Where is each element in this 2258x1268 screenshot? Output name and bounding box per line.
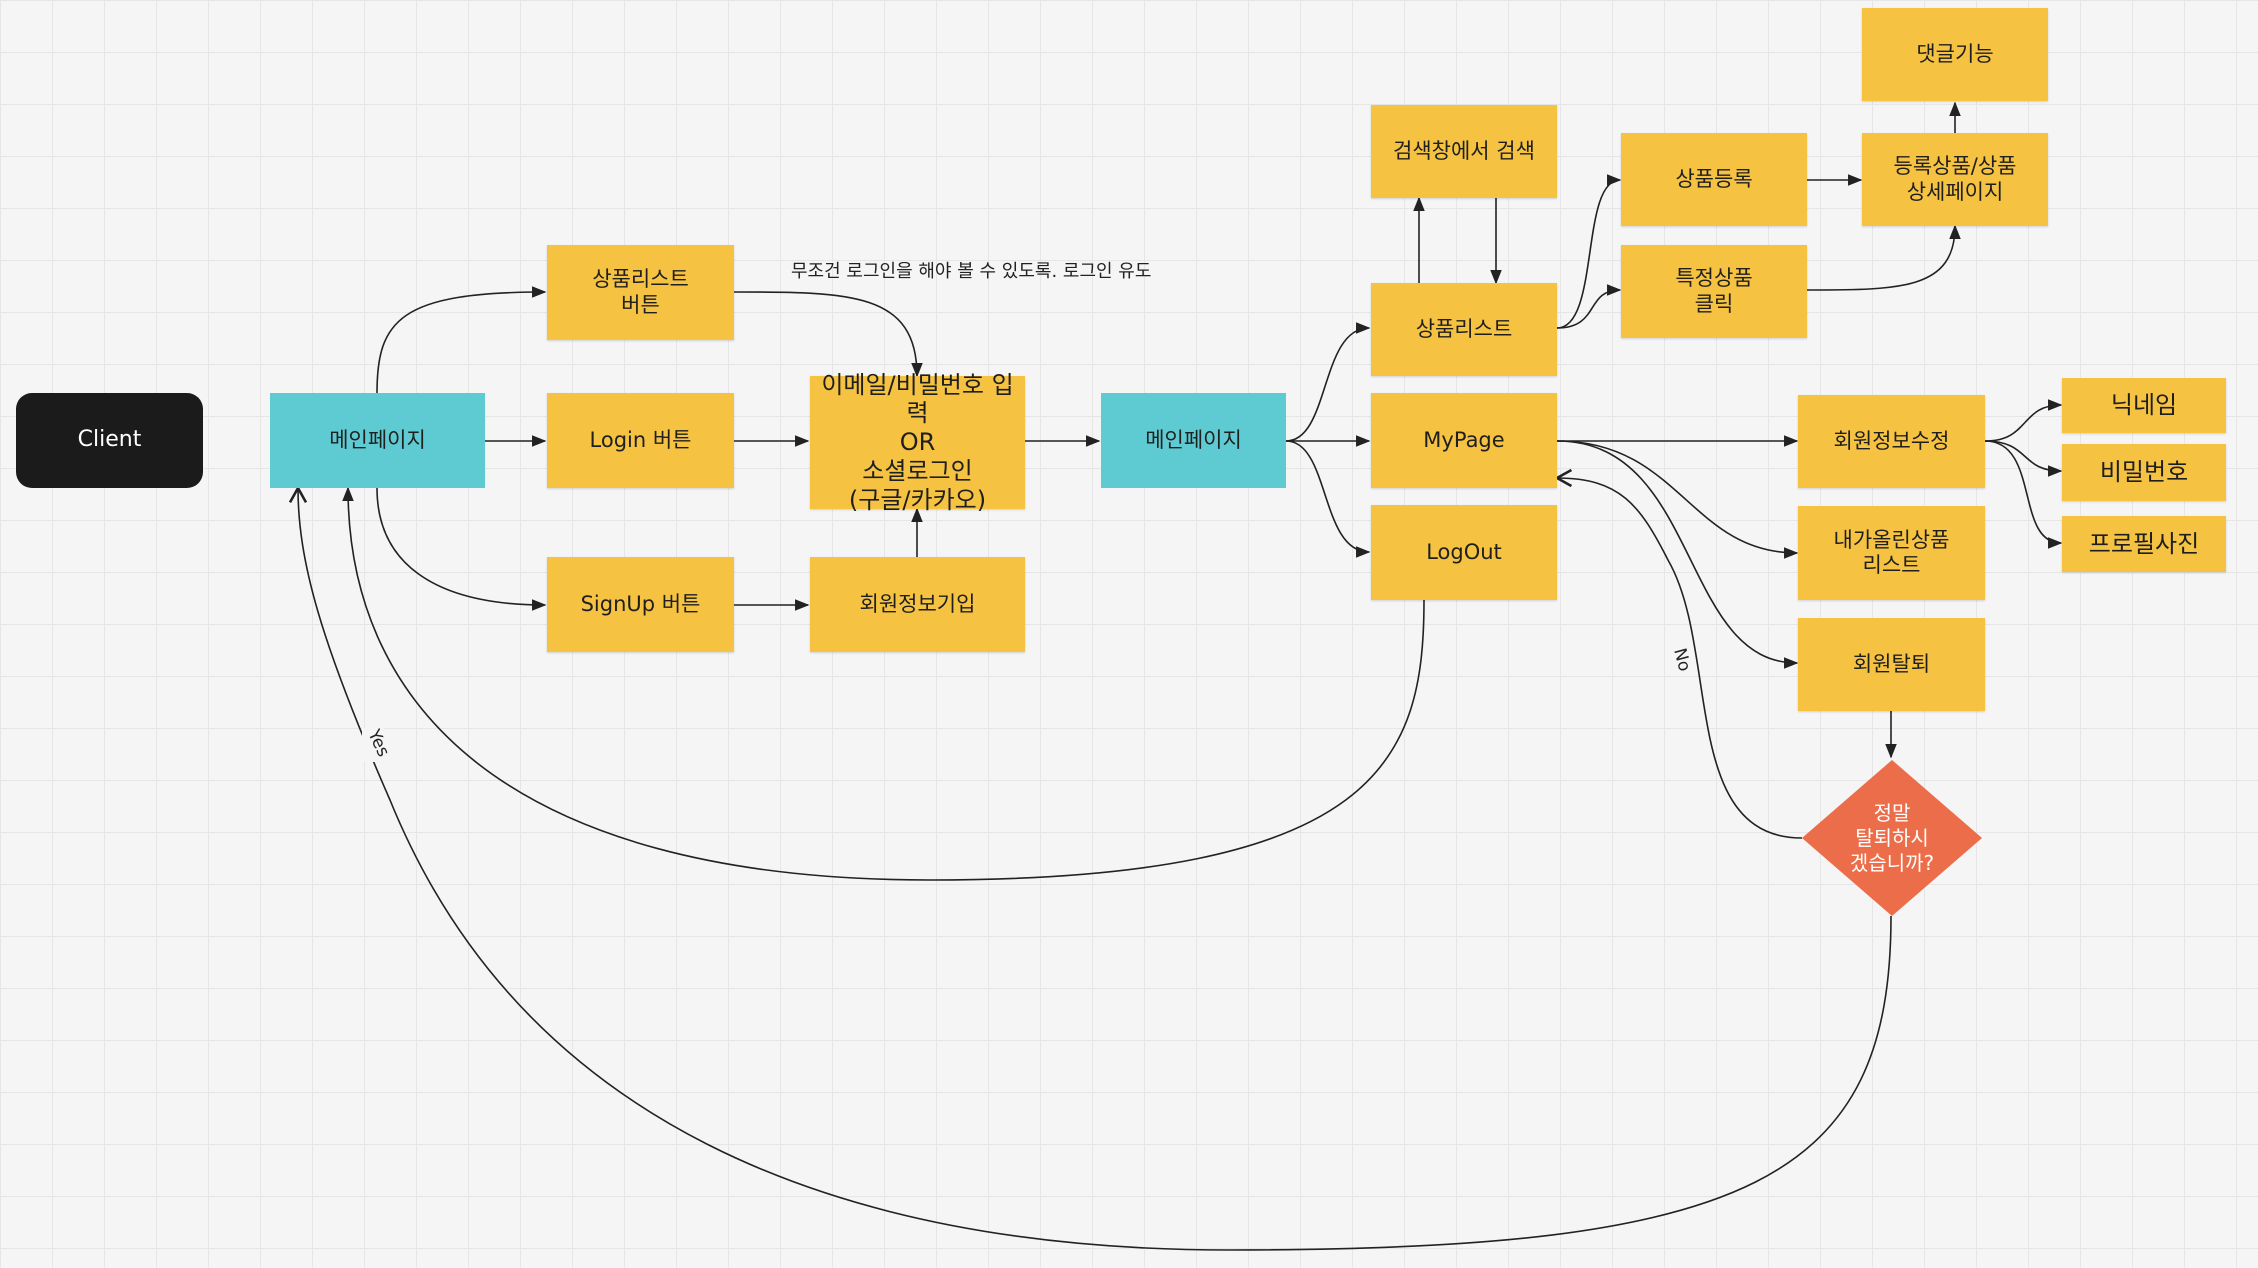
product-list-button-node[interactable]: 상품리스트 버튼 xyxy=(547,245,734,340)
edge-confirm-yes-to-main1 xyxy=(288,485,1892,1251)
edge-specific-to-detail xyxy=(1806,224,1961,291)
login-button-node[interactable]: Login 버튼 xyxy=(547,393,734,488)
edge-productlist-to-register xyxy=(1556,174,1622,329)
edge-main-to-productlistbutton xyxy=(376,286,547,394)
product-list-node[interactable]: 상품리스트 xyxy=(1371,283,1557,376)
edge-editprofile-to-password xyxy=(1984,440,2063,477)
main-page-2-node[interactable]: 메인페이지 xyxy=(1101,393,1286,488)
login-required-note: 무조건 로그인을 해야 볼 수 있도록. 로그인 유도 xyxy=(791,261,1152,282)
my-products-node[interactable]: 내가올린상품 리스트 xyxy=(1798,506,1985,600)
product-register-node[interactable]: 상품등록 xyxy=(1621,133,1807,226)
edge-confirm-no-to-mypage xyxy=(1554,468,1803,839)
edit-profile-node[interactable]: 회원정보수정 xyxy=(1798,395,1985,488)
edge-main2-to-logout xyxy=(1285,440,1371,558)
login-input-node[interactable]: 이메일/비밀번호 입력 OR 소셜로그인 (구글/카카오) xyxy=(810,371,1025,514)
specific-product-node[interactable]: 특정상품 클릭 xyxy=(1621,245,1807,338)
edge-main2-to-productlist xyxy=(1285,322,1371,442)
logout-node[interactable]: LogOut xyxy=(1371,505,1557,600)
client-node[interactable]: Client xyxy=(16,393,203,488)
edge-logout-to-main1 xyxy=(342,486,1425,881)
nickname-node[interactable]: 닉네임 xyxy=(2062,378,2226,433)
edge-productlist-to-specific xyxy=(1556,284,1622,329)
product-detail-node[interactable]: 등록상품/상품 상세페이지 xyxy=(1862,133,2048,226)
main-page-node[interactable]: 메인페이지 xyxy=(270,393,485,488)
password-node[interactable]: 비밀번호 xyxy=(2062,444,2226,501)
edge-main-to-signup xyxy=(376,487,547,611)
confirm-withdraw-label: 정말 탈퇴하시 겠습니까? xyxy=(1849,800,1935,875)
edge-mypage-to-myproducts xyxy=(1556,440,1799,559)
edge-mypage-to-withdraw xyxy=(1556,440,1799,669)
search-node[interactable]: 검색창에서 검색 xyxy=(1371,105,1557,198)
member-signup-node[interactable]: 회원정보기입 xyxy=(810,557,1025,652)
edge-editprofile-to-nickname xyxy=(1984,399,2063,442)
withdraw-node[interactable]: 회원탈퇴 xyxy=(1798,618,1985,711)
comment-node[interactable]: 댓글기능 xyxy=(1862,8,2048,101)
signup-button-node[interactable]: SignUp 버튼 xyxy=(547,557,734,652)
edge-productlistbutton-to-login-input xyxy=(733,291,923,378)
edge-editprofile-to-photo xyxy=(1984,440,2063,549)
profile-photo-node[interactable]: 프로필사진 xyxy=(2062,516,2226,572)
mypage-node[interactable]: MyPage xyxy=(1371,393,1557,488)
